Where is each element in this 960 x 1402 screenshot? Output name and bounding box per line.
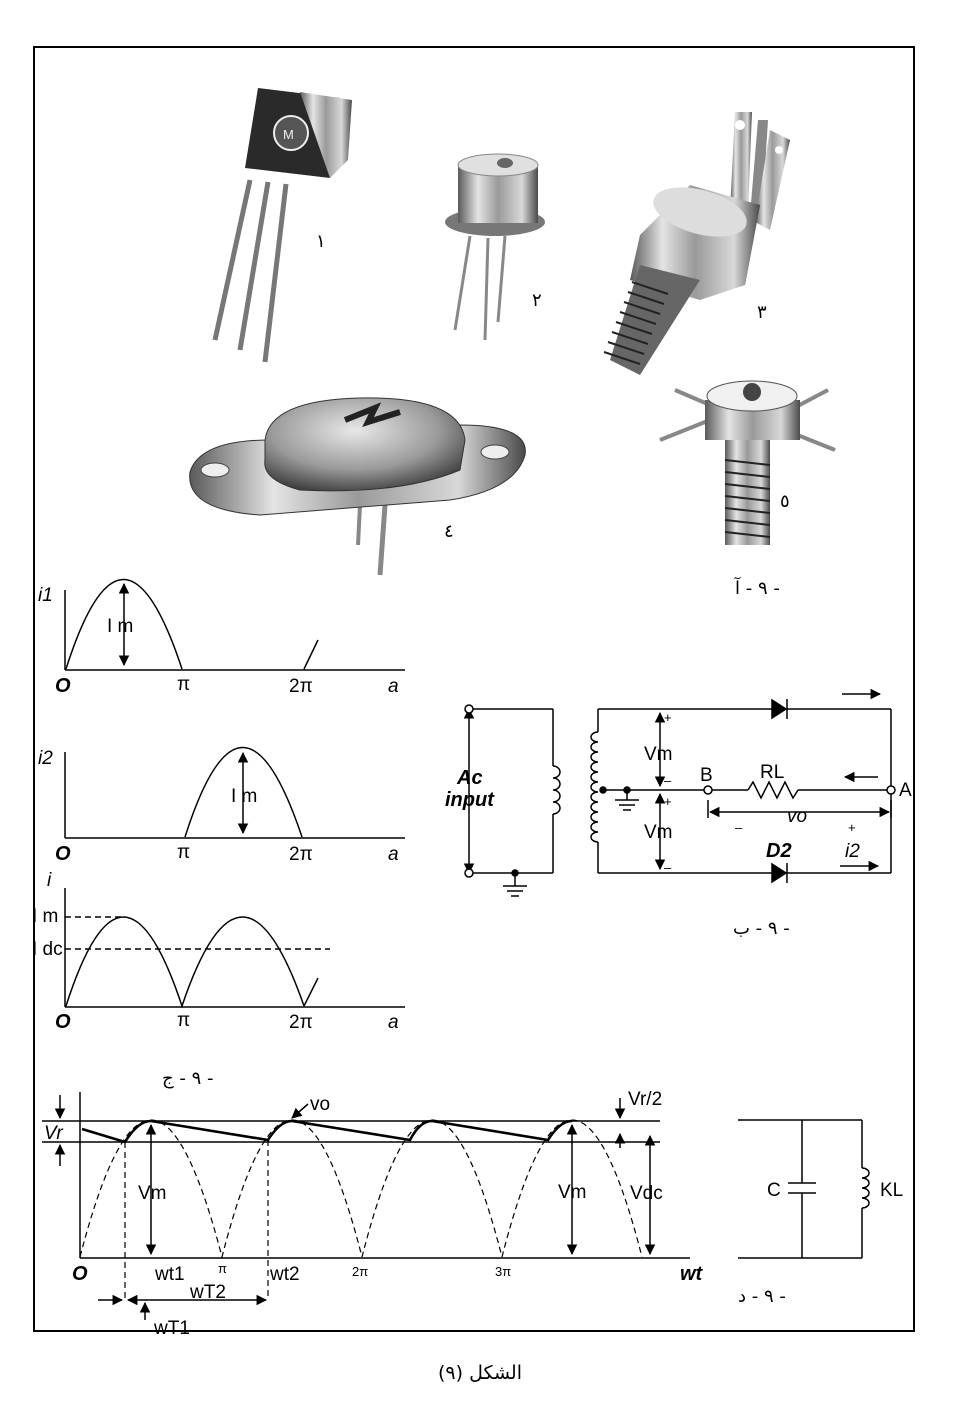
i-tick-pi: π xyxy=(177,1010,190,1031)
ripple-vo-label: vo xyxy=(310,1094,330,1115)
waveforms-caption: ٩ - ج - xyxy=(162,1068,213,1089)
i1-tick-2pi: 2π xyxy=(289,676,313,697)
ripple-vm-right: Vm xyxy=(558,1182,587,1203)
ripple-wt1-label: wT1 xyxy=(153,1318,190,1339)
ripple-wt2-label: wT2 xyxy=(189,1282,226,1303)
ripple-tick-wt1: wt1 xyxy=(154,1264,185,1285)
stud-thyristor-3-photo xyxy=(603,112,790,375)
rectifier-circuit xyxy=(463,688,896,897)
ripple-tick-o: O xyxy=(72,1263,88,1285)
transistor-1-photo: M xyxy=(212,88,352,363)
waveform-i2 xyxy=(64,746,405,839)
circuit-plus-top: + xyxy=(664,710,672,725)
waveform-i1 xyxy=(64,578,405,671)
transistor-2-photo xyxy=(445,153,545,341)
circuit-caption: ٩ - ب - xyxy=(733,918,790,939)
ripple-tick-3pi: 3π xyxy=(495,1264,511,1279)
photo-label-4: ٤ xyxy=(444,521,454,542)
circuit-resistor-label: RL xyxy=(760,762,784,783)
circuit-node-b: B xyxy=(700,765,713,786)
i1-tick-a: a xyxy=(388,676,399,697)
i-peak-label: I m xyxy=(32,906,58,927)
filter-caption: ٩ - د - xyxy=(738,1286,786,1307)
ripple-tick-2pi: 2π xyxy=(352,1264,368,1279)
i2-tick-o: O xyxy=(55,843,71,865)
photo-label-2: ٢ xyxy=(532,290,542,311)
i-ylabel: i xyxy=(47,870,52,891)
circuit-input-label-2: input xyxy=(445,789,495,811)
circuit-current-label: i2 xyxy=(845,841,860,862)
i2-tick-a: a xyxy=(388,844,399,865)
lc-filter-circuit xyxy=(738,1119,870,1259)
figure-frame xyxy=(33,46,915,1332)
circuit-vm-top: Vm xyxy=(644,744,673,765)
i-tick-a: a xyxy=(388,1012,399,1033)
ripple-tick-wt2: wt2 xyxy=(269,1264,300,1285)
photo-label-3: ٣ xyxy=(757,302,767,323)
i2-ylabel: i2 xyxy=(38,748,53,769)
circuit-diode2-label: D2 xyxy=(766,840,792,862)
i1-ylabel: i1 xyxy=(38,585,53,606)
circuit-vm-bottom: Vm xyxy=(644,822,673,843)
ripple-waveform xyxy=(42,1092,690,1320)
photo-label-5: ٥ xyxy=(780,491,790,512)
photo-label-1: ١ xyxy=(316,231,326,252)
i2-tick-2pi: 2π xyxy=(289,844,313,865)
i-dc-label: I dc xyxy=(32,939,63,960)
svg-text:M: M xyxy=(283,127,294,142)
waveform-i-full-wave xyxy=(64,888,405,1009)
photos-caption: ٩ - آ - xyxy=(734,576,780,599)
circuit-vo-minus: – xyxy=(735,820,743,835)
ripple-tick-wt: wt xyxy=(680,1263,704,1285)
ripple-vr-label: Vr xyxy=(44,1123,63,1144)
i-tick-o: O xyxy=(55,1011,71,1033)
circuit-input-label-1: Ac xyxy=(456,767,483,789)
circuit-plus-mid: + xyxy=(664,794,672,809)
circuit-node-a: A xyxy=(899,780,912,801)
ripple-tick-pi: π xyxy=(218,1261,227,1276)
circuit-vo-label: vo xyxy=(787,806,807,827)
circuit-minus-bottom: – xyxy=(664,860,672,875)
ripple-vm-left: Vm xyxy=(138,1183,167,1204)
i2-tick-pi: π xyxy=(177,842,190,863)
filter-kl-label: KL xyxy=(880,1180,903,1201)
i1-tick-o: O xyxy=(55,675,71,697)
power-transistor-4-photo xyxy=(189,397,526,576)
filter-c-label: C xyxy=(767,1180,781,1201)
stud-device-5-photo xyxy=(659,380,836,545)
circuit-minus-mid: – xyxy=(664,773,672,788)
ripple-vdc-label: Vdc xyxy=(630,1183,663,1204)
i1-peak-label: I m xyxy=(107,616,133,637)
i2-peak-label: I m xyxy=(231,786,257,807)
figure-caption: الشكل (٩) xyxy=(438,1362,522,1384)
i-tick-2pi: 2π xyxy=(289,1012,313,1033)
i1-tick-pi: π xyxy=(177,674,190,695)
circuit-vo-plus: + xyxy=(848,820,856,835)
ripple-vr2-label: Vr/2 xyxy=(628,1089,662,1110)
